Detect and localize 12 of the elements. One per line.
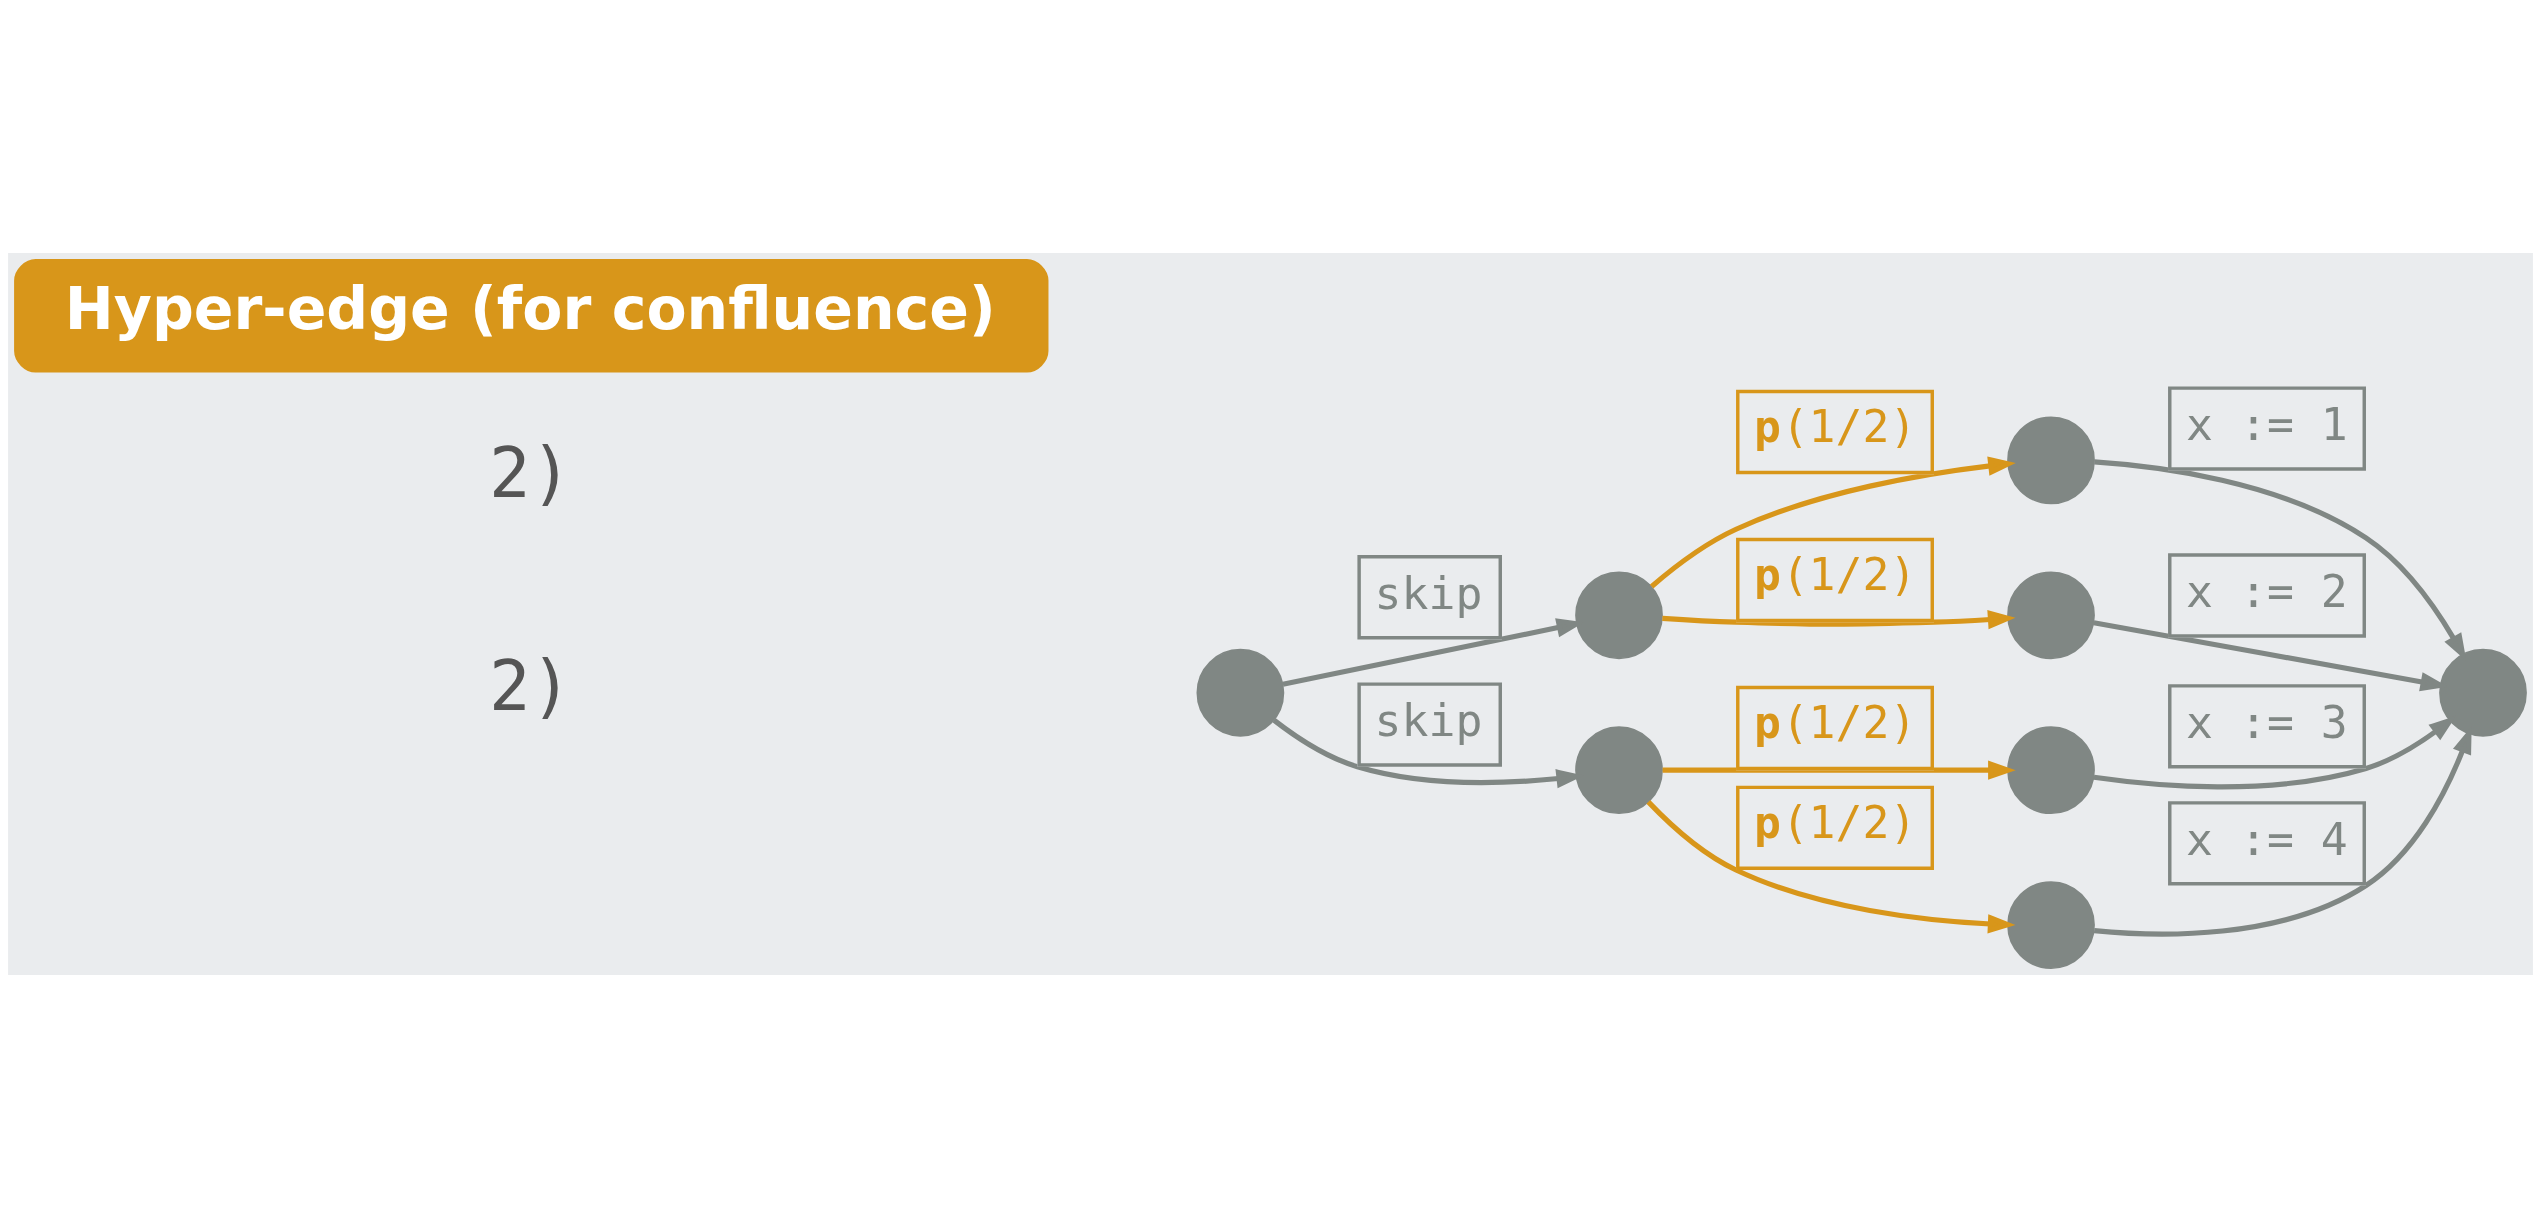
edge-label: skip: [1374, 566, 1483, 620]
edge-label: x := 1: [2186, 398, 2348, 452]
edge-label: x := 3: [2186, 696, 2348, 750]
edge-label: p(1/2): [1754, 399, 1917, 453]
edge-label: p(1/2): [1754, 795, 1917, 849]
label: 2): [489, 432, 573, 513]
edge-label: p(1/2): [1754, 547, 1917, 601]
edge-label: skip: [1374, 694, 1483, 748]
edge-label: x := 4: [2186, 813, 2348, 867]
edge-label: x := 2: [2186, 565, 2348, 619]
edge-label: p(1/2): [1754, 696, 1917, 750]
label: 2): [489, 645, 573, 726]
